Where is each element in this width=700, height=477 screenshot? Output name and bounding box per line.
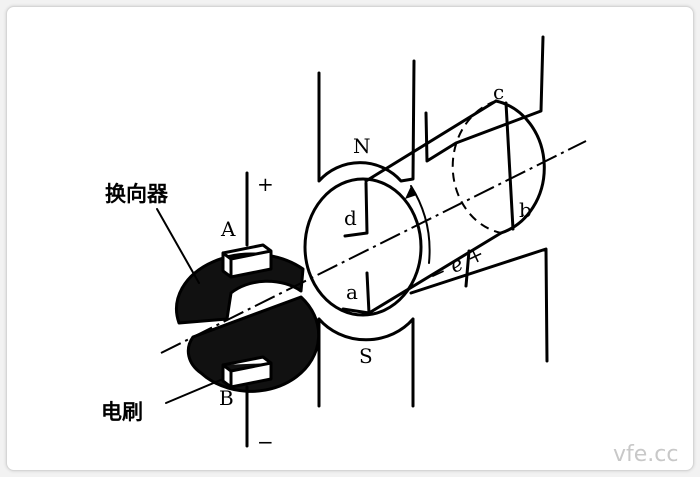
diagram-frame: 换向器 电刷 N S + − A B a b c d − e + vfe.cc bbox=[6, 6, 694, 471]
emf-arrowhead bbox=[405, 186, 417, 199]
coil-c-label: c bbox=[493, 80, 504, 104]
armature-front bbox=[303, 177, 423, 317]
shaft-axis bbox=[160, 140, 587, 354]
plus-label: + bbox=[257, 172, 274, 196]
emf-label: − e + bbox=[425, 241, 488, 287]
armature-bottom-edge bbox=[367, 231, 503, 315]
coil-side-cb bbox=[504, 101, 515, 231]
commutator-leader bbox=[156, 208, 200, 284]
minus-label: − bbox=[257, 430, 274, 454]
brush-b-label: B bbox=[219, 386, 234, 410]
brush-a-label: A bbox=[220, 217, 236, 241]
coil-d-label: d bbox=[344, 206, 357, 230]
coil-side-d bbox=[343, 181, 369, 238]
armature-back-right bbox=[494, 99, 546, 235]
coil-side-a bbox=[341, 271, 371, 315]
armature-back-left bbox=[451, 100, 502, 234]
commutator-label: 换向器 bbox=[105, 182, 169, 206]
north-label: N bbox=[353, 134, 371, 158]
south-pole bbox=[317, 247, 549, 408]
south-label: S bbox=[359, 344, 373, 368]
dc-generator-diagram: 换向器 电刷 N S + − A B a b c d − e + vfe.cc bbox=[101, 35, 678, 467]
brush-leader bbox=[165, 378, 224, 404]
watermark: vfe.cc bbox=[613, 442, 678, 467]
brush-label: 电刷 bbox=[101, 400, 143, 424]
brush-b-shape bbox=[221, 355, 273, 389]
armature-top-edge bbox=[364, 99, 498, 183]
commutator-lower bbox=[186, 295, 321, 393]
coil-b-label: b bbox=[519, 198, 532, 222]
coil-a-label: a bbox=[346, 280, 358, 304]
brush-a-shape bbox=[221, 243, 273, 279]
commutator-upper bbox=[175, 252, 305, 325]
